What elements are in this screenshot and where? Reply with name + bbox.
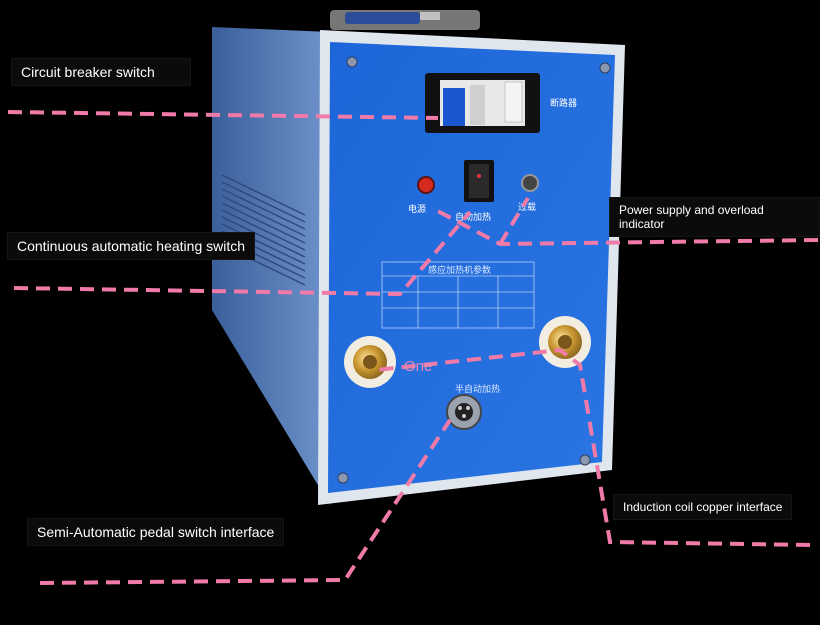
breaker-tag: 断路器 [550, 97, 577, 109]
overload-indicator-light [521, 174, 539, 192]
screw-icons [337, 56, 611, 484]
center-small-text: 半自动加热 [455, 383, 500, 395]
power-indicator-light [417, 176, 435, 194]
heat-tag: 自动加热 [455, 211, 491, 223]
right-copper-connector [539, 316, 591, 368]
power-tag: 电源 [408, 203, 426, 215]
label-induction-coil: Induction coil copper interface [613, 494, 793, 520]
top-bracket [330, 10, 480, 30]
label-pedal-switch: Semi-Automatic pedal switch interface [27, 518, 285, 546]
label-circuit-breaker: Circuit breaker switch [11, 58, 191, 86]
table-title: 感应加热机参数 [428, 264, 491, 276]
vent-grille [221, 174, 306, 286]
left-copper-connector [344, 336, 396, 388]
pedal-socket [446, 394, 482, 430]
leader-lines [7, 110, 819, 585]
label-continuous-heating: Continuous automatic heating switch [7, 232, 256, 260]
one-label: One [404, 358, 433, 375]
parameter-table [381, 261, 535, 329]
front-panel [328, 42, 615, 493]
circuit-breaker [425, 73, 540, 133]
label-power-indicator: Power supply and overload indicator [609, 197, 820, 237]
side-panel [212, 27, 330, 505]
